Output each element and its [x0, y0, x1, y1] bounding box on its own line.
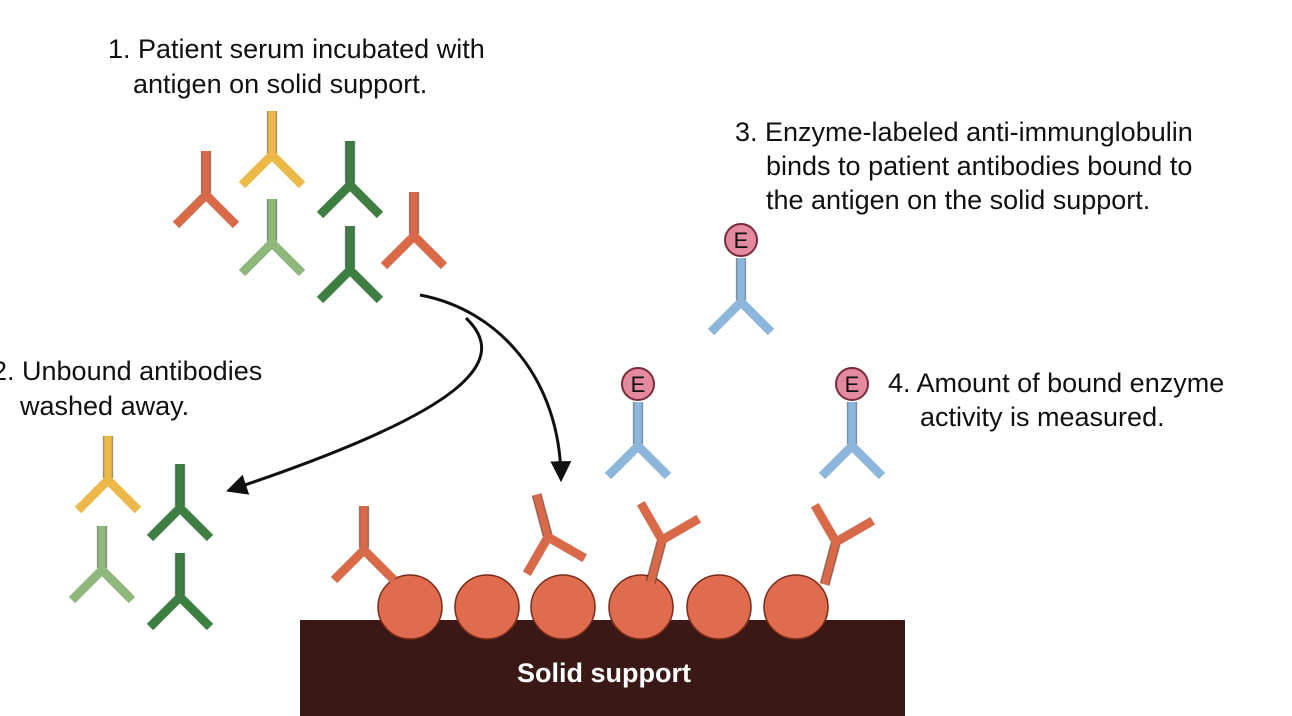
antibody-red-bound — [522, 493, 587, 576]
antibody-dark-green — [146, 464, 214, 542]
step-3-label: 3. Enzyme-labeled anti-immunglobulin bin… — [735, 117, 1193, 215]
antibody-dark-green — [146, 553, 214, 631]
enzyme-letter: E — [631, 372, 646, 397]
antigen-bead — [454, 574, 520, 640]
antibody-dark-green — [316, 141, 384, 219]
antibody-red-bound — [636, 501, 701, 584]
antibody-red — [172, 151, 240, 229]
step-2-label: 2. Unbound antibodies washed away. — [0, 356, 262, 421]
antibody-blue — [604, 402, 672, 480]
step-4-line-2: activity is measured. — [920, 402, 1165, 432]
enzyme-labeled-antibodies: E E E — [604, 223, 886, 480]
enzyme-marker — [621, 367, 655, 401]
antibody-dark-green — [316, 226, 384, 304]
arrow-to-support — [419, 293, 572, 483]
antibody-red-bound — [810, 503, 875, 586]
enzyme-letter: E — [845, 372, 860, 397]
antigen-bead — [530, 574, 596, 640]
antibody-red — [380, 192, 448, 270]
step-2-line-2: washed away. — [19, 391, 189, 421]
antibody-light-green — [68, 526, 136, 604]
enzyme-marker — [724, 223, 758, 257]
step-3-line-2: binds to patient antibodies bound to — [766, 151, 1192, 181]
solid-support-label: Solid support — [517, 658, 691, 688]
step-1-line-2: antigen on solid support. — [133, 69, 427, 99]
antigen-bead — [763, 574, 829, 640]
step-2-line-1: 2. Unbound antibodies — [0, 356, 262, 386]
antibody-blue — [707, 258, 775, 336]
arrow-to-unbound — [226, 316, 483, 495]
antibody-yellow — [238, 111, 306, 189]
enzyme-antibody-bound: E — [818, 367, 886, 480]
antibody-light-green — [238, 199, 306, 277]
antigen-bead — [686, 574, 752, 640]
step-1-line-1: 1. Patient serum incubated with — [108, 34, 485, 64]
enzyme-antibody-free: E — [707, 223, 775, 336]
step-4-label: 4. Amount of bound enzyme activity is me… — [888, 368, 1224, 432]
enzyme-antibody-bound: E — [604, 367, 672, 480]
antibodies — [68, 111, 875, 631]
antibody-yellow — [74, 436, 142, 514]
step-3-line-1: 3. Enzyme-labeled anti-immunglobulin — [735, 117, 1193, 147]
antigen-bead — [377, 574, 443, 640]
enzyme-letter: E — [734, 228, 749, 253]
step-3-line-3: the antigen on the solid support. — [766, 185, 1150, 215]
antibody-red-bound — [330, 506, 398, 584]
antigen-beads — [377, 574, 829, 640]
antigen-bead — [608, 574, 674, 640]
enzyme-marker — [835, 367, 869, 401]
step-4-line-1: 4. Amount of bound enzyme — [888, 368, 1224, 398]
step-1-label: 1. Patient serum incubated with antigen … — [108, 34, 485, 99]
antibody-blue — [818, 402, 886, 480]
